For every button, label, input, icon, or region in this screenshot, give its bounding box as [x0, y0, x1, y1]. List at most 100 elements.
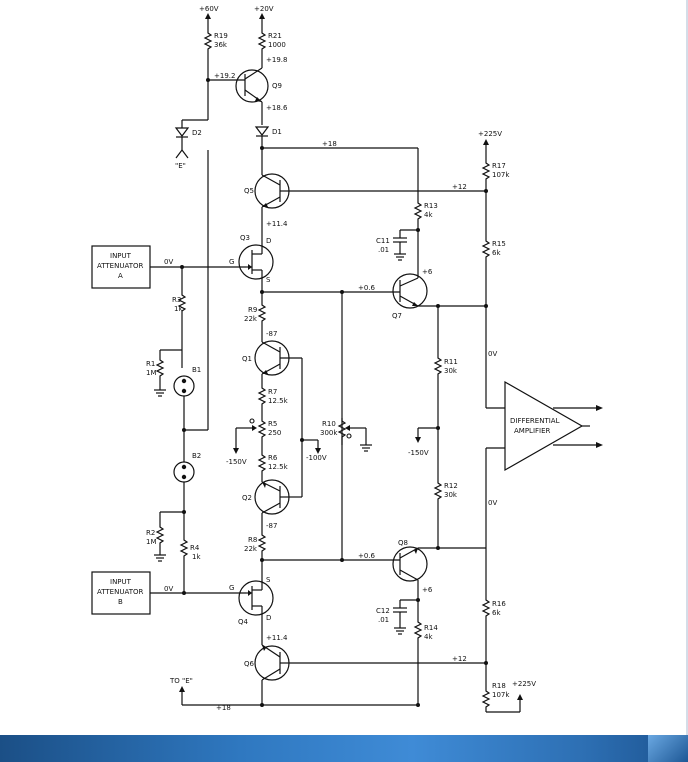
svg-text:R19: R19 — [214, 32, 228, 40]
svg-text:R21: R21 — [268, 32, 282, 40]
svg-text:+225V: +225V — [512, 680, 536, 688]
svg-text:.01: .01 — [378, 616, 389, 624]
svg-text:D2: D2 — [192, 129, 202, 137]
svg-text:C11: C11 — [376, 237, 390, 245]
input-attenuator-a: INPUT ATTENUATOR A 0V — [91, 245, 246, 289]
svg-text:+11.4: +11.4 — [266, 220, 288, 228]
svg-text:+19.2: +19.2 — [214, 72, 235, 80]
svg-text:+11.4: +11.4 — [266, 634, 288, 642]
svg-text:1M: 1M — [146, 369, 157, 377]
resistor-r15: R15 6k — [481, 238, 506, 408]
svg-text:0V: 0V — [164, 258, 173, 266]
circuit-schematic: +60V +20V R19 36k R21 1000 Q9 +19.2 +19.… — [91, 5, 603, 713]
svg-text:Q4: Q4 — [238, 618, 249, 626]
svg-text:22k: 22k — [244, 545, 258, 553]
svg-text:"E": "E" — [175, 162, 186, 170]
transistor-q9: Q9 +19.2 +19.8 +18.6 — [208, 56, 288, 125]
svg-text:+0.6: +0.6 — [358, 552, 376, 560]
svg-text:R10: R10 — [322, 420, 336, 428]
neon-bulb-b2: B2 — [173, 430, 201, 512]
input-attenuator-b: INPUT ATTENUATOR B 0V — [91, 571, 246, 615]
svg-text:250: 250 — [268, 429, 281, 437]
resistor-r14: R14 4k — [413, 610, 438, 705]
svg-text:G: G — [229, 258, 234, 266]
svg-text:22k: 22k — [244, 315, 258, 323]
svg-text:30k: 30k — [444, 367, 458, 375]
resistor-r7: R7 12.5k — [257, 385, 289, 418]
svg-text:1000: 1000 — [268, 41, 286, 49]
svg-text:Q1: Q1 — [242, 355, 252, 363]
svg-text:D1: D1 — [272, 128, 282, 136]
svg-text:12.5k: 12.5k — [268, 463, 289, 471]
svg-text:4k: 4k — [424, 633, 433, 641]
svg-text:R8: R8 — [248, 536, 257, 544]
svg-text:+20V: +20V — [254, 5, 274, 13]
svg-text:R12: R12 — [444, 482, 458, 490]
capacitor-c12: C12 .01 — [376, 599, 418, 635]
transistor-q5: Q5 +11.4 +12 — [244, 173, 486, 240]
resistor-r17: +225V R17 107k — [478, 130, 510, 238]
svg-text:A: A — [118, 272, 123, 280]
resistor-r8: R8 22k — [244, 532, 267, 560]
svg-text:1M: 1M — [146, 538, 157, 546]
svg-text:107k: 107k — [492, 171, 510, 179]
svg-text:+60V: +60V — [199, 5, 219, 13]
resistor-r1: R1 1M — [146, 349, 182, 397]
svg-text:1k: 1k — [192, 553, 201, 561]
svg-text:36k: 36k — [214, 41, 228, 49]
svg-text:D: D — [266, 237, 271, 245]
potentiometer-r10: R10 300k — [320, 418, 372, 452]
resistor-r11: R11 30k — [433, 355, 458, 480]
transistor-q2: Q2 -87 — [242, 479, 290, 532]
svg-text:INPUT: INPUT — [110, 578, 132, 586]
transistor-q3: Q3 G D S — [229, 234, 274, 292]
differential-amplifier: DIFFERENTIAL AMPLIFIER 0V 0V — [485, 350, 603, 548]
resistor-r2: R2 1M — [146, 511, 184, 562]
svg-text:6k: 6k — [492, 609, 501, 617]
transistor-q7: +6 Q7 — [392, 268, 438, 320]
svg-text:0V: 0V — [488, 350, 497, 358]
svg-text:1k: 1k — [174, 305, 183, 313]
svg-text:+19.8: +19.8 — [266, 56, 287, 64]
svg-text:Q5: Q5 — [244, 187, 254, 195]
svg-text:.01: .01 — [378, 246, 389, 254]
resistor-r19: R19 36k — [203, 30, 228, 80]
window-edge — [686, 0, 688, 735]
svg-text:R5: R5 — [268, 420, 277, 428]
svg-text:+0.6: +0.6 — [358, 284, 376, 292]
svg-text:B: B — [118, 598, 123, 606]
resistor-r3: R3 1k — [172, 267, 187, 368]
transistor-q6: Q6 +12 — [244, 644, 486, 705]
svg-text:Q9: Q9 — [272, 82, 282, 90]
svg-text:107k: 107k — [492, 691, 510, 699]
svg-text:R3: R3 — [172, 296, 181, 304]
svg-text:R14: R14 — [424, 624, 438, 632]
svg-text:R11: R11 — [444, 358, 458, 366]
node-q7-emitter — [437, 305, 486, 355]
svg-text:R13: R13 — [424, 202, 438, 210]
supply-60v: +60V — [199, 5, 219, 30]
svg-text:R17: R17 — [492, 162, 506, 170]
svg-text:INPUT: INPUT — [110, 252, 132, 260]
node-q4-source: +0.6 — [262, 552, 400, 561]
svg-text:DIFFERENTIAL: DIFFERENTIAL — [510, 417, 560, 425]
resistor-r4: R4 1k — [179, 512, 201, 593]
svg-text:-150V: -150V — [408, 449, 429, 457]
svg-text:Q3: Q3 — [240, 234, 250, 242]
svg-text:B1: B1 — [192, 366, 201, 374]
svg-text:+225V: +225V — [478, 130, 502, 138]
resistor-r13: R13 4k — [413, 200, 438, 278]
junction-dots — [180, 78, 488, 707]
svg-text:R1: R1 — [146, 360, 155, 368]
svg-text:G: G — [229, 584, 234, 592]
node-q3-source: +0.6 — [262, 284, 400, 560]
svg-text:-87: -87 — [266, 330, 277, 338]
svg-text:0V: 0V — [164, 585, 173, 593]
wire-q9-base-return — [184, 150, 209, 431]
svg-text:0V: 0V — [488, 499, 497, 507]
svg-text:30k: 30k — [444, 491, 458, 499]
supply-20v: +20V — [254, 5, 274, 30]
svg-text:ATTENUATOR: ATTENUATOR — [97, 588, 143, 596]
svg-text:6k: 6k — [492, 249, 501, 257]
svg-text:+12: +12 — [452, 655, 467, 663]
